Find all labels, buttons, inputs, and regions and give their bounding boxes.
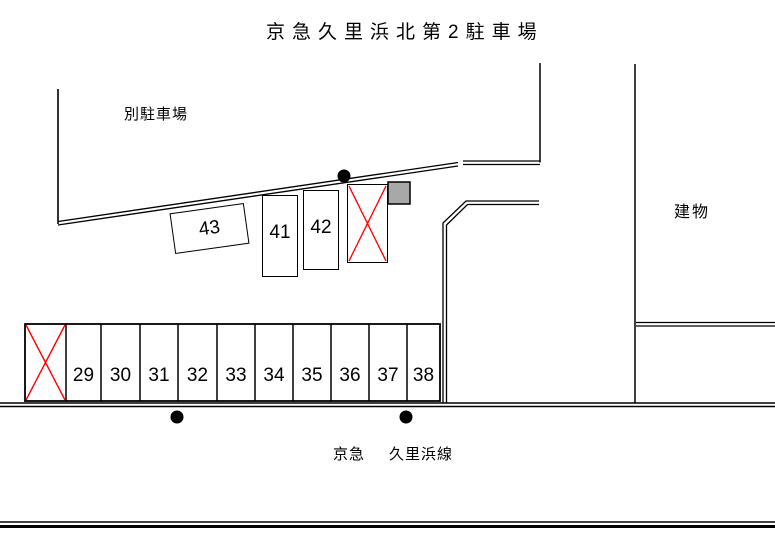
page-title: 京急久里浜北第2駐車場 bbox=[266, 22, 544, 43]
space-number: 41 bbox=[269, 222, 291, 243]
railway-line-label: 久里浜線 bbox=[389, 446, 454, 463]
parking-space-42: 42 bbox=[303, 190, 339, 270]
space-number: 36 bbox=[339, 365, 361, 386]
parking-space-37: 37 bbox=[369, 324, 407, 401]
parking-space-29: 29 bbox=[66, 324, 101, 401]
railway-company-label: 京急 bbox=[333, 446, 366, 463]
parking-space-34: 34 bbox=[255, 324, 293, 401]
space-number: 42 bbox=[310, 217, 332, 238]
entrance-dot-marker-right bbox=[399, 410, 413, 424]
access-road-line bbox=[57, 161, 459, 226]
space-number: 33 bbox=[225, 365, 247, 386]
closed-space-x-icon bbox=[348, 185, 387, 262]
road-dot-marker bbox=[337, 169, 351, 183]
space-number: 29 bbox=[72, 365, 95, 386]
front-road-line bbox=[0, 402, 775, 408]
entrance-dot-marker-left bbox=[170, 410, 184, 424]
space-number: 34 bbox=[263, 365, 285, 386]
parking-space-36: 36 bbox=[331, 324, 369, 401]
parking-space-closed-middle bbox=[347, 184, 388, 263]
space-number: 37 bbox=[377, 365, 399, 386]
annex-lot-label: 別駐車場 bbox=[124, 106, 189, 123]
building-label: 建物 bbox=[674, 204, 711, 221]
parking-space-41: 41 bbox=[262, 195, 298, 277]
space-number: 31 bbox=[148, 365, 170, 386]
space-number: 35 bbox=[301, 365, 323, 386]
gray-block bbox=[387, 181, 411, 205]
driveway-outline bbox=[442, 200, 539, 403]
space-number: 32 bbox=[186, 365, 209, 386]
upper-driveway-outline bbox=[463, 63, 541, 166]
closed-space-x-icon bbox=[25, 324, 66, 401]
space-number: 30 bbox=[109, 365, 132, 386]
space-number: 38 bbox=[412, 365, 435, 386]
railway-label: 京急 久里浜線 bbox=[333, 447, 453, 462]
parking-space-32: 32 bbox=[178, 324, 217, 401]
parking-space-33: 33 bbox=[217, 324, 255, 401]
space-number: 43 bbox=[197, 216, 222, 240]
building-fence-line bbox=[636, 321, 775, 327]
parking-space-30: 30 bbox=[101, 324, 140, 401]
parking-space-43: 43 bbox=[169, 202, 250, 255]
parking-space-35: 35 bbox=[293, 324, 331, 401]
railway-track-line bbox=[0, 521, 775, 528]
parking-space-31: 31 bbox=[140, 324, 178, 401]
parking-space-38: 38 bbox=[407, 324, 440, 401]
